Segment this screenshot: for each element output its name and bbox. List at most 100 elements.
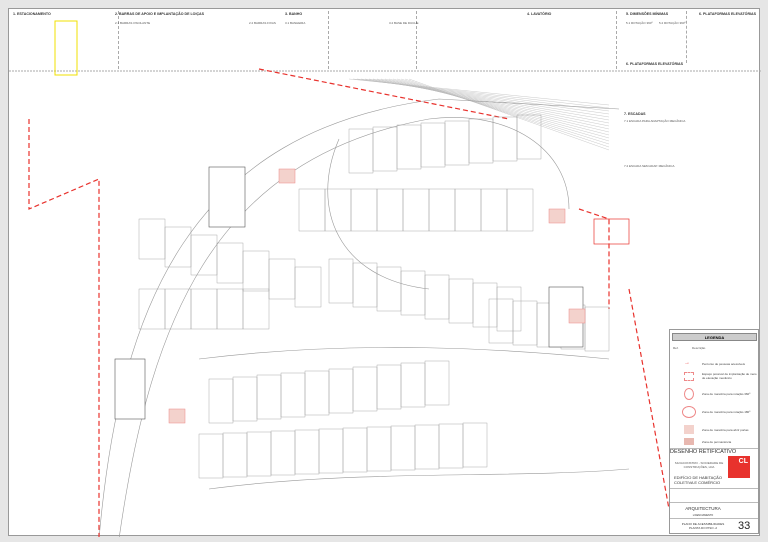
parking-stall — [402, 188, 430, 232]
parking-stall — [268, 258, 296, 300]
stair-core — [208, 166, 246, 228]
section-title: 4. LAVATÓRIO — [527, 12, 552, 16]
legend-item: Percurso de pessoas acessíveis — [702, 362, 746, 366]
parking-stall — [164, 226, 192, 268]
lift-space-icon — [684, 372, 694, 381]
parking-stall — [372, 126, 398, 172]
parking-stall — [328, 368, 354, 414]
section-title: 6. PLATAFORMAS ELEVATÓRIAS — [699, 12, 757, 16]
subsection-title: 5.1 ROTAÇÃO 360º — [626, 21, 653, 25]
panel-min-dims — [617, 11, 687, 63]
slope-hatch — [376, 78, 610, 127]
parking-stall — [164, 288, 192, 330]
parking-stall — [242, 250, 270, 292]
parking-stall — [396, 124, 422, 170]
parking-stall — [324, 188, 352, 232]
parking-stall — [414, 424, 440, 470]
lift-zone — [593, 218, 630, 245]
stair-core — [114, 358, 146, 420]
parking-stall — [512, 300, 538, 346]
rotation-360-icon — [684, 388, 694, 400]
drawing-sheet: 1. ESTACIONAMENTO 2. BARRAS DE APOIO E I… — [8, 8, 761, 537]
drawing-status: DESENHO RETIFICATIVO — [670, 449, 737, 455]
company-logo: CL — [728, 456, 750, 478]
parking-stall — [216, 242, 244, 284]
parking-stall — [298, 188, 326, 232]
section-title: 5. DIMENSÕES MÍNIMAS — [626, 12, 669, 16]
parking-stall — [454, 188, 482, 232]
legend-item: Espaço possível de implantação de meio d… — [702, 372, 757, 380]
parking-stall — [242, 288, 270, 330]
legend-ref-header: Ref. — [673, 346, 679, 350]
slope-hatch — [392, 78, 610, 139]
stay-zone-icon — [684, 438, 694, 445]
parking-stall — [472, 282, 498, 328]
parking-stall — [492, 116, 518, 162]
parking-stall — [424, 274, 450, 320]
client-name: SILVACONSTRO - SOCIEDADE DE CONSTRUÇÕES,… — [674, 461, 724, 469]
drawing-title-2: PLANTA DO PISO -2 — [688, 526, 718, 530]
maneuver-zone — [568, 308, 586, 324]
parking-stall — [448, 278, 474, 324]
parking-stall — [468, 118, 494, 164]
parking-stall — [400, 362, 426, 408]
road-edge — [98, 98, 620, 537]
accessible-parking-highlight — [54, 20, 78, 76]
parking-stall — [376, 364, 402, 410]
legend-title-block: LEGENDA Ref. Descrição → Percurso de pes… — [669, 329, 759, 534]
parking-stall — [424, 360, 450, 406]
subsection-title: 2.1 BARRAS OSCILANTE — [115, 21, 151, 25]
property-boundary — [28, 119, 100, 537]
parking-stall — [428, 188, 456, 232]
parking-stall — [480, 188, 508, 232]
maneuver-zone — [548, 208, 566, 224]
road-edge — [208, 468, 630, 490]
parking-stall — [256, 374, 282, 420]
section-title: 1. ESTACIONAMENTO — [13, 12, 51, 16]
legend-item: Zona de manobra para abrir portas — [702, 428, 749, 432]
parking-stall — [198, 433, 224, 479]
parking-stall — [352, 366, 378, 412]
slope-hatch — [408, 78, 610, 151]
parking-stall — [208, 378, 234, 424]
road-edge — [118, 117, 570, 537]
parking-stall — [390, 425, 416, 471]
parking-stall — [438, 423, 464, 469]
parking-stall — [138, 218, 166, 260]
property-boundary — [258, 68, 510, 120]
parking-stall — [488, 298, 514, 344]
rotation-180-icon — [682, 406, 696, 418]
road-edge — [327, 138, 430, 290]
legend-item: Zona de manobra para rotação 180º — [702, 410, 751, 414]
parking-stall — [246, 431, 272, 477]
parking-stall — [294, 266, 322, 308]
parking-stall — [420, 122, 446, 168]
parking-stall — [444, 120, 470, 166]
parking-stall — [376, 266, 402, 312]
parking-stall — [190, 288, 218, 330]
parking-stall — [348, 128, 374, 174]
parking-stall — [352, 262, 378, 308]
subsection-title: 7.1 ESCADA PARA ADAPTAÇÃO MECÂNICA — [624, 119, 686, 123]
discipline: ARQUITECTURA — [685, 506, 721, 511]
section-title: 2. BARRAS DE APOIO E IMPLANTAÇÃO DE LOIÇ… — [115, 12, 205, 16]
section-title: 6. PLATAFORMAS ELEVATÓRIAS — [626, 62, 684, 66]
parking-stall — [584, 306, 610, 352]
sheet-number: 33 — [738, 520, 751, 532]
property-boundary — [578, 208, 610, 309]
subsection-title: 3.1 BANHEIRA — [285, 21, 306, 25]
parking-stall — [294, 429, 320, 475]
parking-stall — [506, 188, 534, 232]
parking-stall — [496, 286, 522, 332]
site-plan — [9, 20, 761, 537]
panel-parking — [11, 11, 119, 69]
drawing-title-1: PLANO DE ACESSIBILIDADES — [681, 522, 725, 526]
parking-stall — [222, 432, 248, 478]
panel-bath — [279, 11, 417, 69]
parking-stall — [376, 188, 404, 232]
property-boundary — [628, 288, 670, 510]
parking-stall — [304, 370, 330, 416]
slope-hatch — [396, 78, 610, 142]
slope-hatch — [372, 78, 610, 124]
parking-stall — [216, 288, 244, 330]
